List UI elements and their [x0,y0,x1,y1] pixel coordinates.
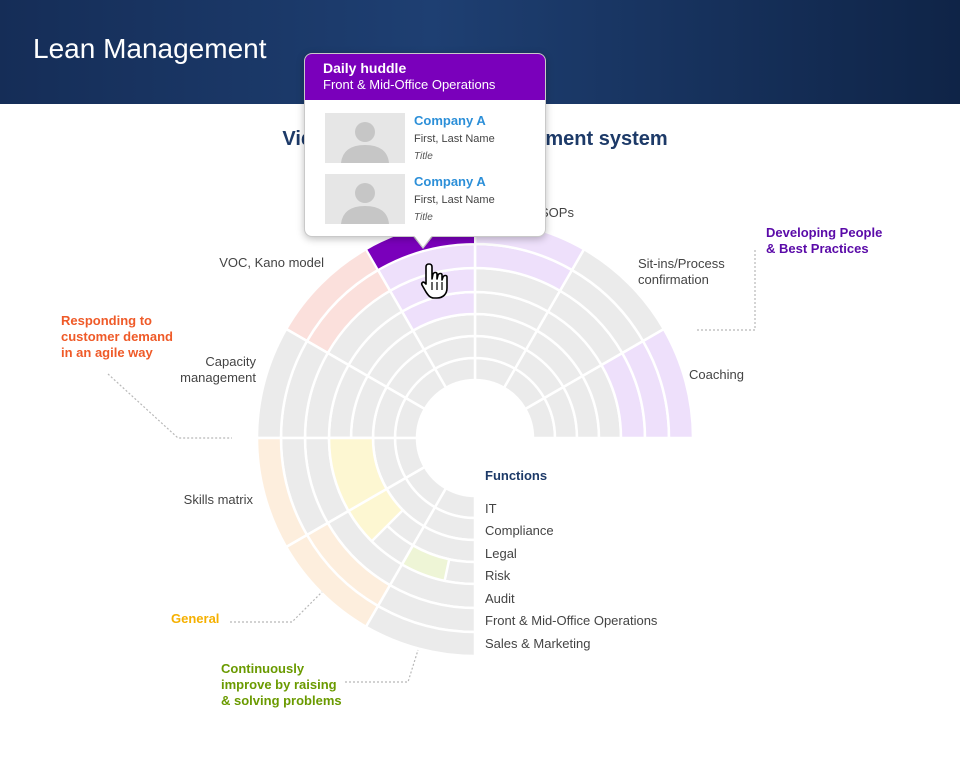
avatar-placeholder-icon [325,174,405,224]
function-item-legal[interactable]: Legal [485,546,517,561]
person-title: Title [414,151,433,162]
person-company-link[interactable]: Company A [414,113,486,128]
functions-title: Functions [485,468,548,483]
spoke-label-sitins[interactable]: Sit-ins/Process confirmation [638,256,725,287]
tooltip-subtitle: Front & Mid-Office Operations [323,77,496,92]
function-item-sales-marketing[interactable]: Sales & Marketing [485,636,591,651]
person-company-link[interactable]: Company A [414,174,486,189]
leader-lines [107,250,756,683]
wheel-segments [255,218,695,658]
avatar-placeholder-icon [325,113,405,163]
spoke-label-capacity[interactable]: Capacity management [180,354,256,385]
function-item-compliance[interactable]: Compliance [485,523,554,538]
tooltip-person-1[interactable]: Company A First, Last Name Title [325,113,525,165]
app-title: Lean Management [33,33,267,64]
function-item-front-mid-office[interactable]: Front & Mid-Office Operations [485,613,658,628]
spoke-label-coaching[interactable]: Coaching [689,367,744,382]
category-responding[interactable]: Responding to customer demand in an agil… [61,313,173,360]
function-item-risk[interactable]: Risk [485,568,511,583]
person-name: First, Last Name [414,133,495,145]
tooltip-header: Daily huddle Front & Mid-Office Operatio… [305,54,545,100]
hand-cursor-icon [420,263,448,299]
wheel-segment-yellow[interactable] [346,487,405,544]
wheel-segment-green[interactable] [400,543,451,583]
tooltip-popup: Daily huddle Front & Mid-Office Operatio… [304,53,546,237]
category-general[interactable]: General [171,611,220,626]
person-title: Title [414,212,433,223]
wheel-segment-62[interactable] [364,604,477,658]
person-name: First, Last Name [414,194,495,206]
spoke-label-skills[interactable]: Skills matrix [183,492,253,507]
leader-general [230,591,323,623]
tooltip-person-2[interactable]: Company A First, Last Name Title [325,174,525,226]
tooltip-arrow [412,233,434,247]
function-item-it[interactable]: IT [485,501,497,516]
tooltip-title: Daily huddle [323,60,407,76]
leader-developing-people [695,250,756,331]
function-item-audit[interactable]: Audit [485,591,515,606]
leader-continuously [345,649,419,683]
spoke-label-voc[interactable]: VOC, Kano model [219,255,324,270]
category-developing-people[interactable]: Developing People & Best Practices [766,225,883,256]
spoke-label-sops[interactable]: SOPs [540,205,574,220]
category-continuously-improve[interactable]: Continuously improve by raising & solvin… [221,661,342,708]
